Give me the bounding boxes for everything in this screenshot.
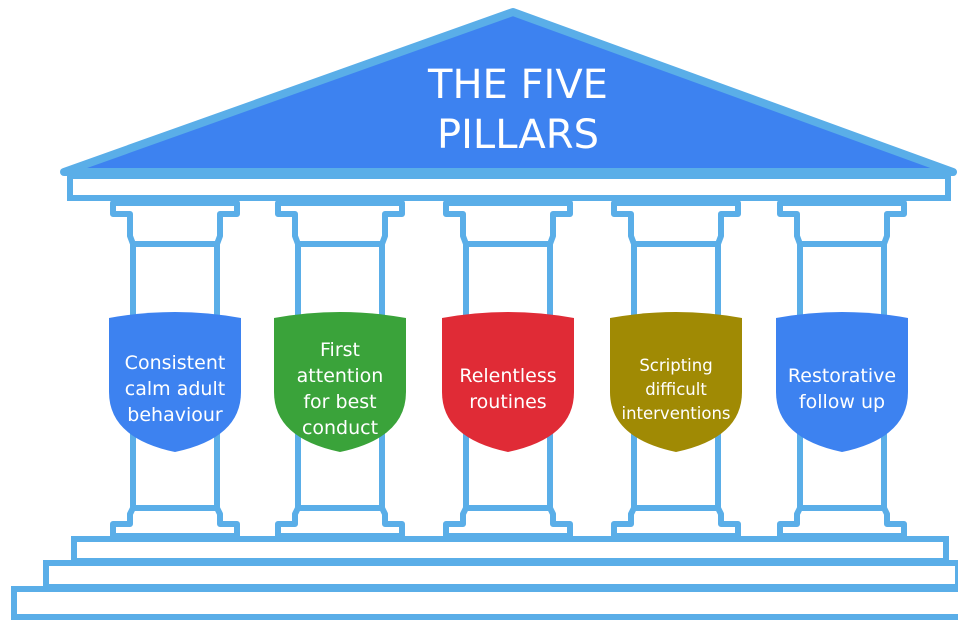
pillar-shield (610, 312, 742, 452)
pillar-label-line: follow up (799, 391, 885, 413)
pillar-base (443, 505, 573, 539)
pillar-2: First attention for best conduct (274, 200, 406, 539)
pillar-label-line: for best (303, 391, 376, 413)
pillar-shield (109, 312, 241, 452)
pillar-label-line: difficult (645, 380, 707, 399)
pillar-shield (776, 312, 908, 452)
title-line-1: THE FIVE (427, 62, 608, 108)
pillar-shield (274, 312, 406, 452)
pillar-shield (442, 312, 574, 452)
pillar-label-line: calm adult (125, 378, 225, 400)
pillar-capital (777, 200, 907, 247)
pillar-4: Scripting difficult interventions (610, 200, 742, 539)
pillar-label-line: routines (469, 391, 546, 413)
pillar-label-line: First (320, 339, 360, 361)
pillar-label-line: conduct (302, 417, 378, 439)
pillar-base (777, 505, 907, 539)
base-step-middle (43, 560, 958, 590)
pillar-capital (275, 200, 405, 247)
pillar-label-line: Restorative (788, 365, 896, 387)
pillar-capital (110, 200, 240, 247)
pillar-label-line: interventions (621, 404, 730, 423)
pillar-base (275, 505, 405, 539)
pillar-label-line: behaviour (127, 404, 223, 426)
pillar-5: Restorative follow up (776, 200, 908, 539)
entablature (67, 173, 951, 201)
pillar-label-line: Consistent (125, 352, 226, 374)
base-step-top (71, 536, 949, 564)
pillar-base (611, 505, 741, 539)
columns: Consistent calm adult behaviour First attent… (109, 200, 908, 539)
roof (60, 8, 957, 176)
pillar-capital (443, 200, 573, 247)
pillar-label-line: attention (297, 365, 384, 387)
pillar-base (110, 505, 240, 539)
pillar-label-line: Scripting (639, 356, 712, 375)
base-step-bottom (11, 586, 958, 620)
pillar-1: Consistent calm adult behaviour (109, 200, 241, 539)
title-line-2: PILLARS (437, 112, 599, 158)
pillar-3: Relentless routines (442, 200, 574, 539)
pillar-capital (611, 200, 741, 247)
pillar-label-line: Relentless (459, 365, 556, 387)
